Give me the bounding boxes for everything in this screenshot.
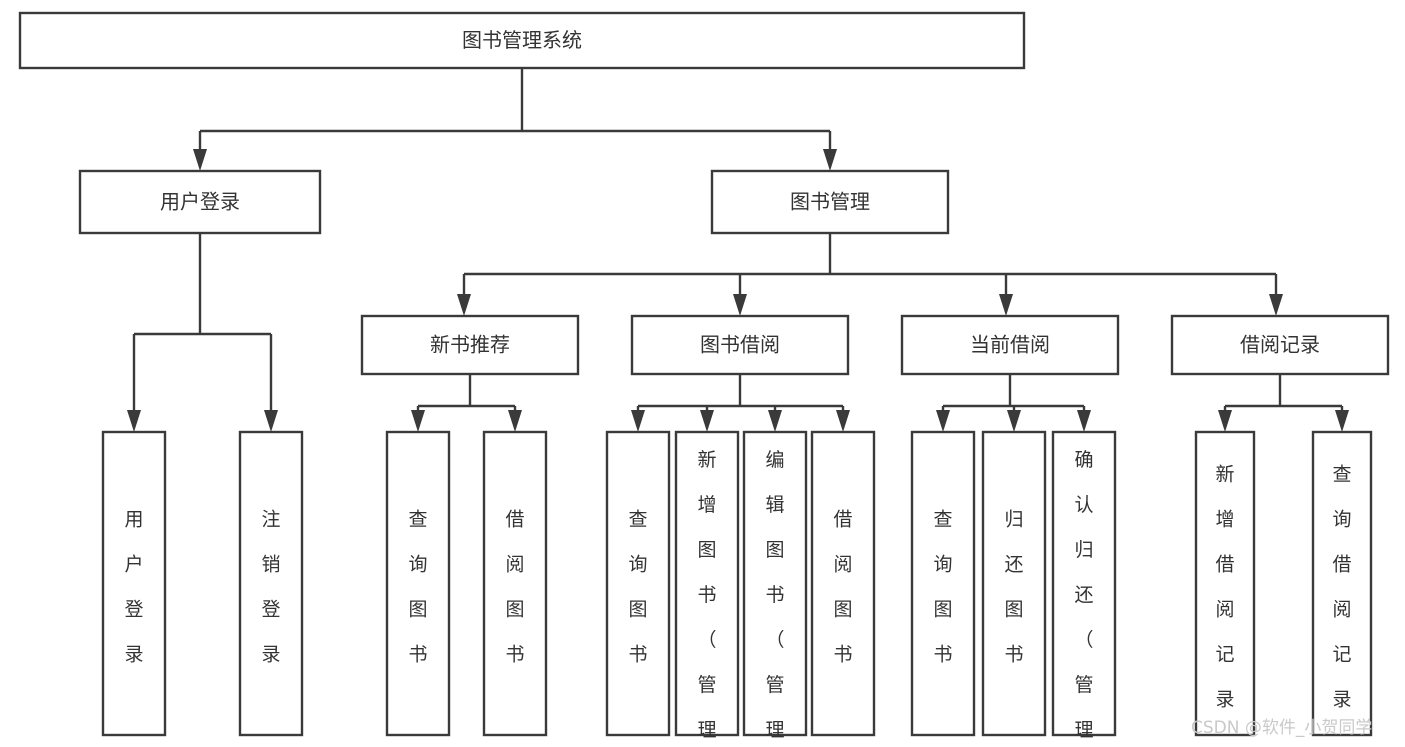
- node-label: 归还图书: [1004, 509, 1023, 666]
- node-label: 新增图书（管理员）: [697, 449, 716, 747]
- node-leaf-query-book-3[interactable]: 查询图书: [910, 430, 976, 737]
- node-leaf-borrow-book-1[interactable]: 借阅图书: [482, 430, 548, 737]
- node-leaf-confirm-return[interactable]: 确认归还（管理员）: [1051, 430, 1117, 747]
- node-leaf-query-book-2[interactable]: 查询图书: [605, 430, 671, 737]
- node-label: 注销登录: [261, 509, 280, 666]
- node-leaf-add-book[interactable]: 新增图书（管理员）: [674, 430, 740, 747]
- node-label: 查询借阅记录: [1332, 464, 1351, 711]
- node-user-login[interactable]: 用户登录: [78, 169, 322, 235]
- connector-arrowhead: [508, 410, 522, 432]
- connector-arrowhead: [1007, 410, 1021, 432]
- connector-arrowhead: [1077, 410, 1091, 432]
- connector-arrowhead: [1335, 410, 1349, 432]
- node-box[interactable]: [630, 314, 850, 376]
- node-leaf-borrow-book-2[interactable]: 借阅图书: [810, 430, 876, 737]
- connector-arrowhead: [1269, 294, 1283, 316]
- connector-group-borrow-record: [1218, 374, 1349, 432]
- node-box[interactable]: [78, 169, 322, 235]
- connector-arrowhead: [936, 410, 950, 432]
- node-leaf-query-record[interactable]: 查询借阅记录: [1311, 430, 1373, 737]
- node-box[interactable]: [710, 169, 950, 235]
- connector-group-book-manage: [457, 233, 1283, 316]
- node-root[interactable]: 图书管理系统: [18, 11, 1026, 70]
- node-box[interactable]: [238, 430, 304, 737]
- node-leaf-user-login[interactable]: 用户登录: [101, 430, 167, 737]
- connector-arrowhead: [264, 410, 278, 432]
- node-box[interactable]: [605, 430, 671, 737]
- node-label: 借阅记录: [1240, 333, 1320, 357]
- node-box[interactable]: [1170, 314, 1390, 376]
- node-current-borrow[interactable]: 当前借阅: [900, 314, 1120, 376]
- node-box[interactable]: [810, 430, 876, 737]
- connector-arrowhead: [1218, 410, 1232, 432]
- connector-group-user-login: [127, 233, 278, 432]
- connector-arrowhead: [823, 149, 837, 171]
- connector-group-book-borrow: [631, 374, 850, 432]
- node-label: 新增借阅记录: [1215, 464, 1234, 711]
- connector-arrowhead: [999, 294, 1013, 316]
- connector-arrowhead: [836, 410, 850, 432]
- connector-group-new-book-recommend: [411, 374, 522, 432]
- node-box[interactable]: [1311, 430, 1373, 737]
- node-box[interactable]: [1051, 430, 1117, 737]
- node-leaf-return-book[interactable]: 归还图书: [981, 430, 1047, 737]
- node-box[interactable]: [910, 430, 976, 737]
- connector-arrowhead: [631, 410, 645, 432]
- node-box[interactable]: [360, 314, 580, 376]
- node-book-borrow[interactable]: 图书借阅: [630, 314, 850, 376]
- node-label: 编辑图书（管理员）: [765, 449, 784, 747]
- node-label: 图书管理系统: [462, 28, 582, 52]
- connector-arrowhead: [411, 410, 425, 432]
- node-label: 用户登录: [160, 190, 240, 214]
- node-box[interactable]: [900, 314, 1120, 376]
- connector-arrowhead: [768, 410, 782, 432]
- node-label: 查询图书: [628, 509, 647, 666]
- watermark-layer: CSDN @软件_小贺同学: [1191, 718, 1372, 738]
- node-box[interactable]: [742, 430, 808, 737]
- node-label: 用户登录: [124, 509, 143, 666]
- node-label: 新书推荐: [430, 333, 510, 357]
- csdn-watermark: CSDN @软件_小贺同学: [1191, 718, 1372, 738]
- connector-arrowhead: [733, 294, 747, 316]
- node-label: 借阅图书: [833, 509, 852, 666]
- node-layer: 图书管理系统用户登录图书管理新书推荐图书借阅当前借阅借阅记录用户登录注销登录查询…: [18, 11, 1390, 747]
- node-box[interactable]: [18, 11, 1026, 70]
- node-box[interactable]: [1194, 430, 1256, 737]
- node-label: 借阅图书: [505, 509, 524, 666]
- node-label: 图书借阅: [700, 333, 780, 357]
- connector-arrowhead: [127, 410, 141, 432]
- node-leaf-edit-book[interactable]: 编辑图书（管理员）: [742, 430, 808, 747]
- connector-group-current-borrow: [936, 374, 1091, 432]
- node-box[interactable]: [674, 430, 740, 737]
- connector-layer: [127, 68, 1349, 432]
- connector-arrowhead: [700, 410, 714, 432]
- node-label: 查询图书: [408, 509, 427, 666]
- node-label: 图书管理: [790, 190, 870, 214]
- node-leaf-query-book-1[interactable]: 查询图书: [385, 430, 451, 737]
- node-label: 查询图书: [933, 509, 952, 666]
- node-leaf-user-logout[interactable]: 注销登录: [238, 430, 304, 737]
- node-book-manage[interactable]: 图书管理: [710, 169, 950, 235]
- connector-arrowhead: [193, 149, 207, 171]
- node-leaf-add-record[interactable]: 新增借阅记录: [1194, 430, 1256, 737]
- node-box[interactable]: [482, 430, 548, 737]
- node-new-book-recommend[interactable]: 新书推荐: [360, 314, 580, 376]
- node-label: 确认归还（管理员）: [1074, 449, 1093, 747]
- node-box[interactable]: [101, 430, 167, 737]
- node-borrow-record[interactable]: 借阅记录: [1170, 314, 1390, 376]
- connector-group-root: [193, 68, 837, 171]
- connector-arrowhead: [457, 294, 471, 316]
- node-box[interactable]: [981, 430, 1047, 737]
- node-box[interactable]: [385, 430, 451, 737]
- node-label: 当前借阅: [970, 333, 1050, 357]
